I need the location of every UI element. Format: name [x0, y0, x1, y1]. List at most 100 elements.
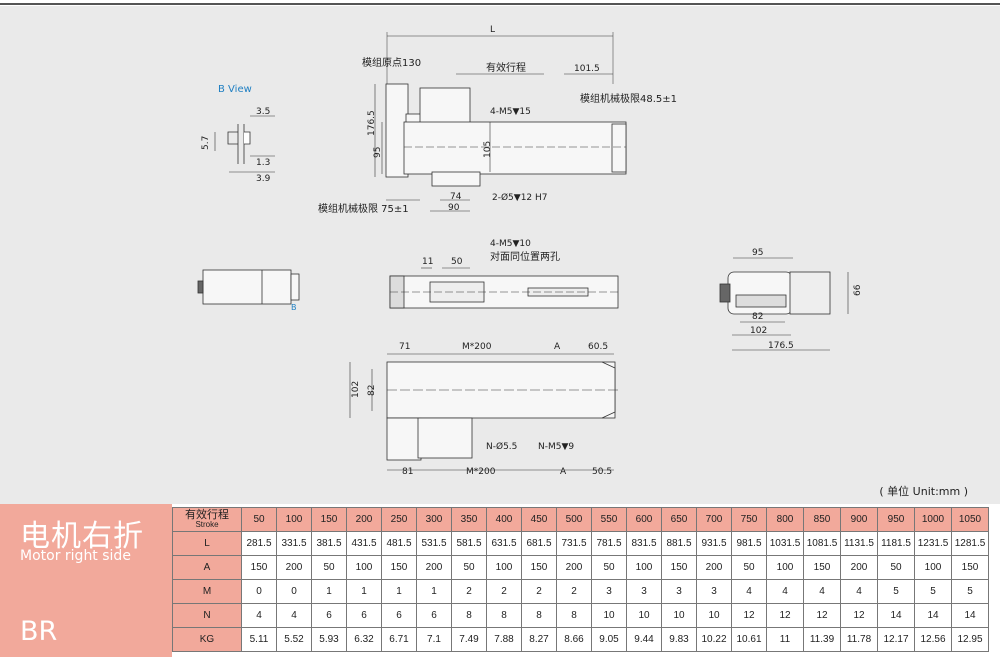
b-marker: B — [291, 303, 297, 312]
hole-n-m5-9: N-M5▼9 — [538, 442, 574, 452]
table-cell: 50 — [591, 555, 627, 580]
end-dim-102: 102 — [750, 326, 767, 336]
table-cell: 6 — [381, 603, 417, 628]
top-dim-m200: M*200 — [462, 342, 492, 352]
table-cell: 1031.5 — [766, 531, 804, 556]
table-cell: 12 — [840, 603, 878, 628]
table-cell: 100 — [626, 555, 662, 580]
dim-95: 95 — [373, 147, 383, 158]
dim-74: 74 — [450, 192, 462, 202]
table-cell: 150 — [381, 555, 417, 580]
technical-drawing: B View 3.5 5.7 1.3 3.9 L 模组原点130 有效行程 10… — [0, 6, 1000, 504]
dim-50: 50 — [451, 257, 463, 267]
table-cell: 12.17 — [877, 627, 915, 652]
table-cell: 8 — [521, 603, 557, 628]
model-title: 电机右折 — [20, 519, 144, 554]
table-cell: 6.32 — [346, 627, 382, 652]
right-end-view — [719, 257, 849, 351]
table-cell: 0 — [276, 579, 312, 604]
table-cell: 331.5 — [276, 531, 312, 556]
table-cell: 5.93 — [311, 627, 347, 652]
bv-dim-1-3: 1.3 — [256, 158, 270, 168]
bot-dim-50-5: 50.5 — [592, 467, 612, 477]
table-cell: 4 — [766, 579, 804, 604]
bv-dim-3-5: 3.5 — [256, 107, 270, 117]
table-cell: 2 — [521, 579, 557, 604]
table-cell: 10 — [661, 603, 697, 628]
table-cell: 1181.5 — [877, 531, 915, 556]
table-cell: 12.95 — [951, 627, 989, 652]
table-cell: 12 — [731, 603, 767, 628]
stroke-cell: 400 — [486, 507, 522, 532]
stroke-cell: 800 — [766, 507, 804, 532]
top-dim-71: 71 — [399, 342, 410, 352]
table-cell: 4 — [731, 579, 767, 604]
unit-note: ( 单位 Unit:mm ) — [879, 485, 968, 498]
row-label: M — [172, 579, 242, 604]
table-cell: 581.5 — [451, 531, 487, 556]
table-cell: 10.22 — [696, 627, 732, 652]
bot-dim-81: 81 — [402, 467, 413, 477]
middle-side-view — [389, 267, 619, 309]
table-cell: 3 — [696, 579, 732, 604]
table-cell: 1 — [311, 579, 347, 604]
row-label: N — [172, 603, 242, 628]
dim-origin: 模组原点130 — [362, 56, 421, 69]
stroke-cell: 950 — [877, 507, 915, 532]
table-cell: 931.5 — [696, 531, 732, 556]
table-cell: 2 — [556, 579, 592, 604]
table-cell: 981.5 — [731, 531, 767, 556]
stroke-cell: 850 — [803, 507, 841, 532]
table-cell: 150 — [241, 555, 277, 580]
dim-stroke: 有效行程 — [486, 61, 526, 74]
table-cell: 381.5 — [311, 531, 347, 556]
row-label: A — [172, 555, 242, 580]
table-cell: 50 — [877, 555, 915, 580]
table-cell: 10 — [696, 603, 732, 628]
dim-101-5: 101.5 — [574, 64, 600, 74]
stroke-cell: 350 — [451, 507, 487, 532]
bottom-top-view — [349, 353, 620, 471]
table-cell: 12.56 — [914, 627, 952, 652]
b-view-label: B View — [218, 84, 252, 95]
table-cell: 10 — [591, 603, 627, 628]
table-cell: 5 — [914, 579, 952, 604]
table-cell: 6.71 — [381, 627, 417, 652]
table-cell: 1231.5 — [914, 531, 952, 556]
opposite-holes: 对面同位置两孔 — [490, 250, 560, 263]
table-cell: 1281.5 — [951, 531, 989, 556]
table-cell: 200 — [696, 555, 732, 580]
table-cell: 150 — [521, 555, 557, 580]
table-cell: 100 — [914, 555, 952, 580]
table-cell: 4 — [803, 579, 841, 604]
stroke-cell: 500 — [556, 507, 592, 532]
table-cell: 1 — [381, 579, 417, 604]
table-cell: 1 — [416, 579, 452, 604]
end-dim-66: 66 — [853, 284, 863, 296]
hole-4m5-10: 4-M5▼10 — [490, 239, 531, 249]
table-cell: 5 — [877, 579, 915, 604]
table-cell: 1 — [346, 579, 382, 604]
table-cell: 681.5 — [521, 531, 557, 556]
table-cell: 731.5 — [556, 531, 592, 556]
table-cell: 7.49 — [451, 627, 487, 652]
table-cell: 6 — [346, 603, 382, 628]
table-cell: 4 — [840, 579, 878, 604]
bot-dim-m200: M*200 — [466, 467, 496, 477]
table-cell: 150 — [951, 555, 989, 580]
hole-n-d5-5: N-Ø5.5 — [486, 441, 517, 452]
stroke-cell: 100 — [276, 507, 312, 532]
table-cell: 631.5 — [486, 531, 522, 556]
row-label: KG — [172, 627, 242, 652]
table-cell: 9.05 — [591, 627, 627, 652]
table-cell: 781.5 — [591, 531, 627, 556]
table-cell: 7.1 — [416, 627, 452, 652]
